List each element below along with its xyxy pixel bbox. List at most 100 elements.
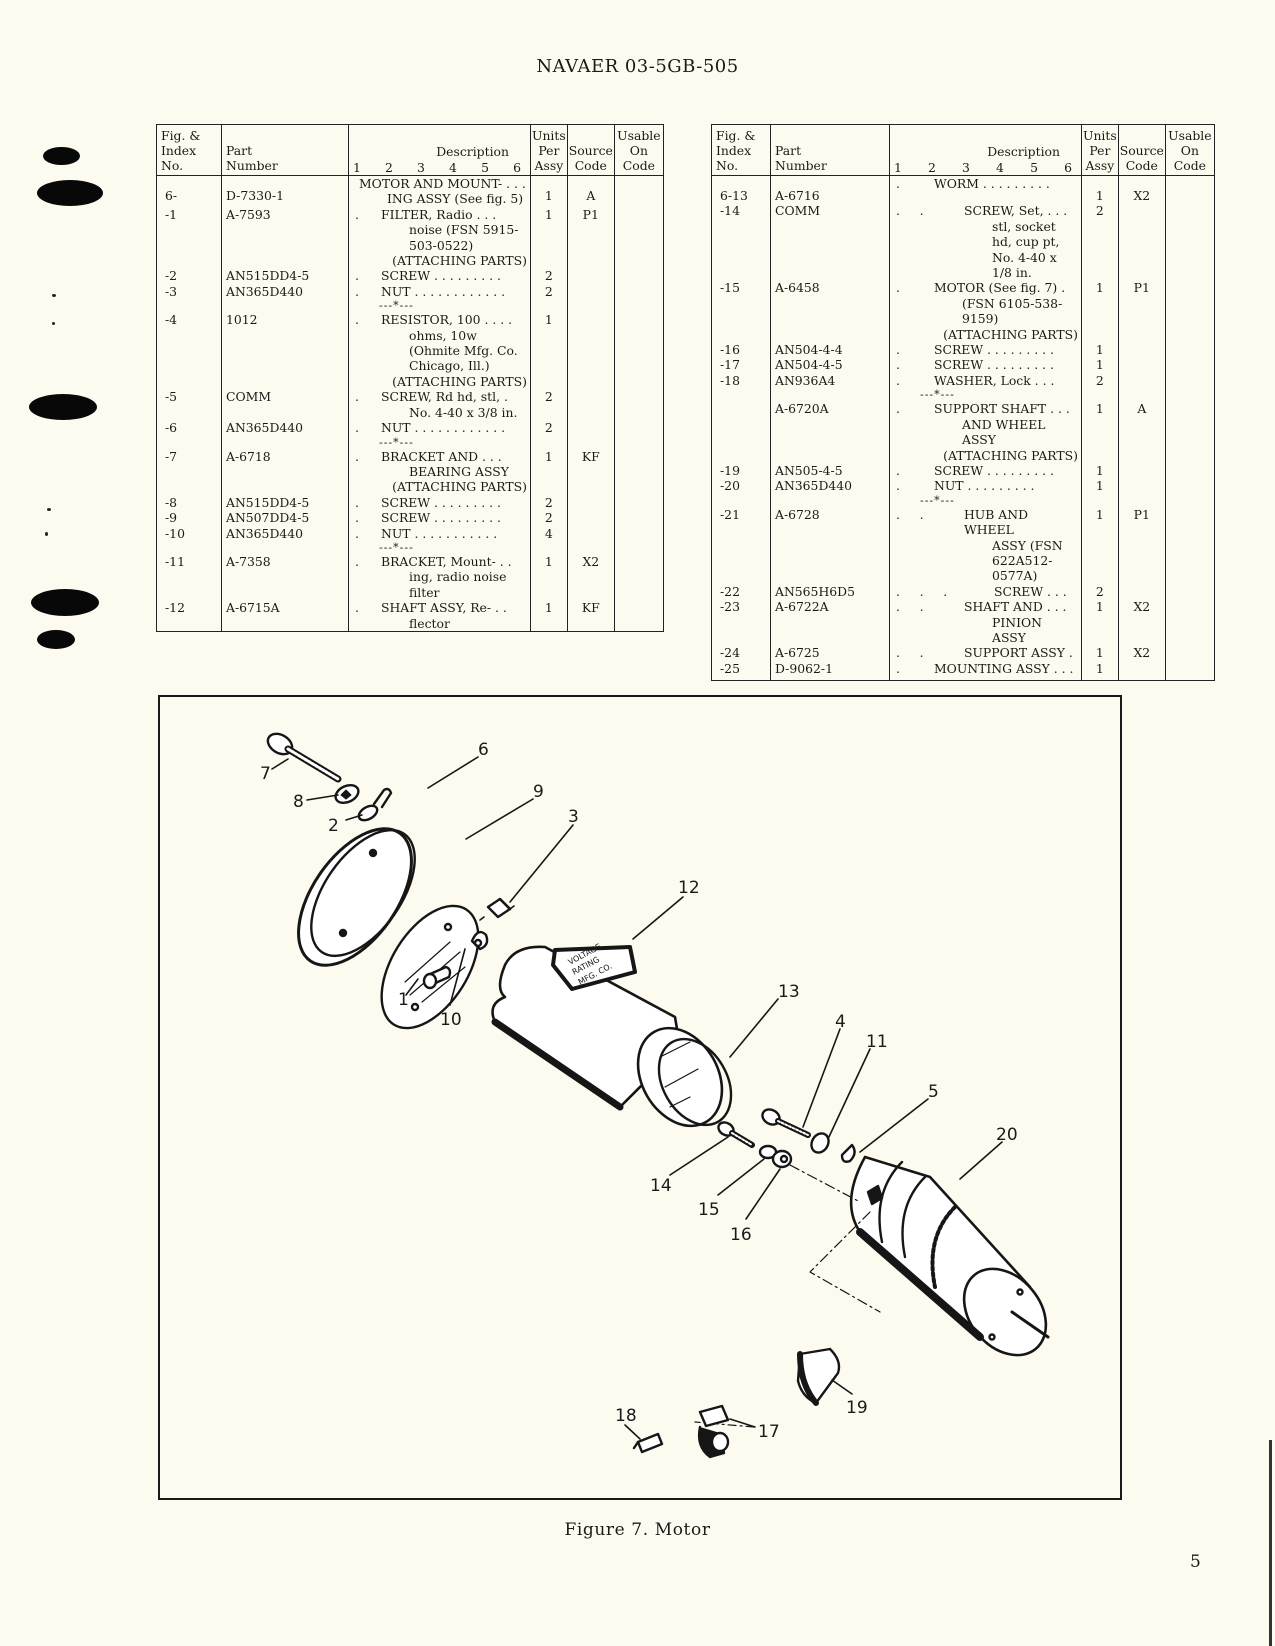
cell-description: .SCREW . . . . . . . . . [889,357,1082,373]
cell-description: .WORM . . . . . . . . . [889,175,1082,204]
cell-part-number: AN365D440 [770,478,890,494]
indent-dots: . . [896,203,924,219]
figure-caption: Figure 7. Motor [564,1520,711,1540]
indent-dots: . [896,462,900,478]
cell-index [156,299,222,313]
cover-plate-part-6 [297,827,416,967]
cell-description: .BRACKET AND . . .BEARING ASSY [348,448,531,480]
cell-index [711,447,771,463]
document-number: NAVAER 03-5GB-505 [536,56,739,77]
cell-units: 2 [530,389,568,421]
screw-part-14 [717,1121,755,1148]
cell-part-number [221,540,349,554]
cell-units: 2 [530,420,568,436]
callout-14: 14 [650,1176,672,1196]
indent-dots: . [355,525,359,541]
cell-index: -2 [156,268,222,284]
indent-dots: . [355,510,359,526]
cell-part-number: AN507DD4-5 [221,510,349,526]
callout-19: 19 [846,1398,868,1418]
cell-usable [1164,660,1215,681]
cell-usable [613,253,664,269]
cell-usable [613,540,664,554]
cell-source: KF [566,600,615,632]
callout-16: 16 [730,1225,752,1245]
cell-source [1117,326,1166,343]
cell-part-number [770,447,890,463]
cell-units: 1 [1081,599,1119,646]
cell-part-number: A-6458 [770,280,890,327]
cell-part-number: COMM [770,203,890,281]
cell-units: 1 [1081,645,1119,661]
cell-part-number: A-6728 [770,506,890,584]
attaching-parts-label: (ATTACHING PARTS) [392,253,527,269]
indent-dots: . [896,478,900,494]
cell-part-number [770,388,890,402]
cell-units: 1 [530,175,568,207]
separator-row: ---*--- [156,435,664,449]
description-text: SCREW . . . . . . . . . [381,510,501,526]
cell-index: -11 [156,553,222,601]
description-text: NUT . . . . . . . . . . . . [381,283,506,299]
cell-part-number: AN365D440 [221,420,349,436]
indent-dots [349,176,359,207]
cell-source [566,540,615,554]
indent-dots: . [355,494,359,510]
cell-usable [613,299,664,313]
cell-index [711,401,771,448]
indent-dots: . [355,268,359,284]
indent-dots: . [896,357,900,373]
cell-source [566,283,615,300]
attaching-parts-row: (ATTACHING PARTS) [156,253,664,269]
indent-dots: . [896,401,900,417]
separator: ---*--- [379,540,414,554]
binder-hole [29,394,97,420]
cell-part-number: A-6715A [221,600,349,632]
cell-index: -20 [711,478,771,494]
binder-hole [31,589,99,616]
cell-source [566,373,615,390]
speck [45,532,48,536]
description-text: NUT . . . . . . . . . . . . [381,420,506,436]
cell-usable [613,525,664,541]
cell-part-number: AN365D440 [221,525,349,541]
cell-units: 1 [530,206,568,254]
exploded-diagram: VOLTAGE RATING MFG. CO. [260,732,1050,1459]
cell-index: -10 [156,525,222,541]
cell-part-number: A-6720A [770,401,890,448]
cell-description: .RESISTOR, 100 . . . .ohms, 10w(Ohmite M… [348,312,531,374]
cell-description: (ATTACHING PARTS) [348,479,531,495]
description-text: MOTOR (See fig. 7) .(FSN 6105-538-9159) [934,280,1066,327]
gasket-part-9 [380,904,480,1030]
cell-index: -15 [711,280,771,327]
cell-description: .FILTER, Radio . . .noise (FSN 5915-503-… [348,206,531,254]
cell-usable [1164,599,1215,646]
cell-index: -9 [156,510,222,526]
cell-source: P1 [566,206,615,254]
indent-dots: . [355,283,359,299]
cell-units [1081,326,1119,343]
cell-usable [613,312,664,374]
leader-lines [271,756,1003,1440]
cell-usable [613,448,664,480]
cell-index [156,479,222,495]
cell-source [566,389,615,421]
cell-usable [613,600,664,632]
cell-source [1117,203,1166,281]
cell-description: . NUT . . . . . . . . . . . . [348,283,531,300]
cell-units [530,479,568,495]
lug-part-5 [840,1143,856,1163]
